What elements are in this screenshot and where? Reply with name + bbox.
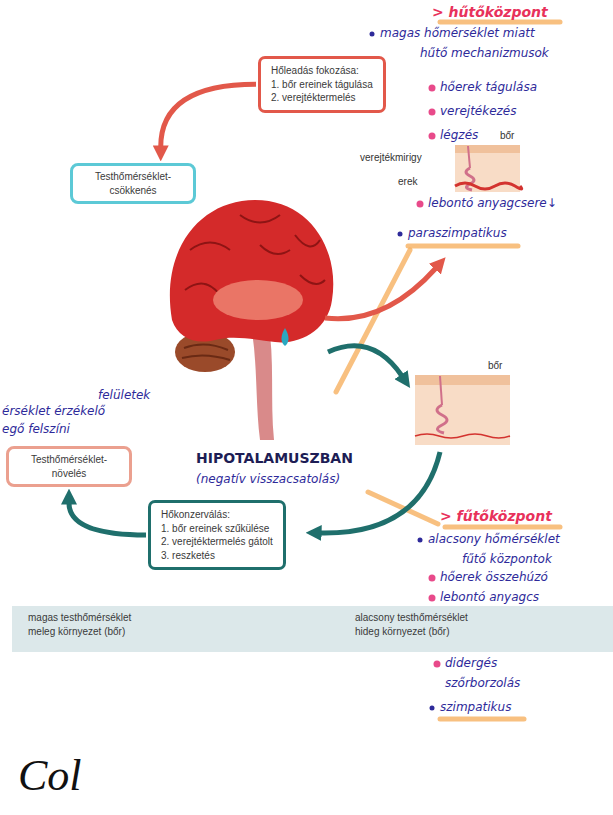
annotation-heading: > hűtőközpont (432, 4, 548, 20)
feedback-arrow (161, 84, 256, 147)
result-box: Testhőmérséklet-csökkenés (70, 163, 196, 204)
annotation: szimpatikus (440, 700, 511, 714)
teal-arrow (328, 346, 402, 376)
part-label: bőr (488, 360, 502, 371)
box-heading: Hőkonzerválás: (161, 508, 273, 522)
box-text: 2. verejtéktermelés (271, 91, 373, 105)
annotation: szőrborzolás (445, 676, 520, 690)
annotation: magas hőmérséklet miatt (380, 26, 535, 40)
annotation: lebontó anyagcs (440, 590, 539, 604)
annotation: didergés (445, 656, 497, 670)
annotation-heading: > fűtőközpont (440, 508, 552, 524)
box-text: 1. bőr ereinek szűkülése (161, 522, 273, 536)
annotation: (negatív visszacsatolás) (196, 472, 340, 486)
handwritten-note: Col (18, 750, 82, 801)
process-box: Hőleadás fokozása:1. bőr ereinek tágulás… (258, 56, 386, 113)
box-text: 3. reszketés (161, 549, 273, 563)
annotation: légzés (440, 128, 478, 142)
skin-section (455, 145, 522, 192)
box-text: Testhőmérséklet-csökkenés (79, 170, 187, 197)
annotation: hőerek összehúzó (440, 570, 548, 584)
annotation: paraszimpatikus (408, 226, 507, 240)
box-text: 2. verejtéktermelés gátolt (161, 535, 273, 549)
feedback-arrow (69, 503, 146, 535)
red-arrow (325, 268, 436, 319)
annotation-heading: HIPOTALAMUSZBAN (196, 450, 353, 466)
annotation: érséklet érzékelő (2, 404, 105, 418)
box-heading: Hőleadás fokozása: (271, 64, 373, 78)
part-label: erek (398, 176, 417, 187)
part-label: bőr (500, 130, 514, 141)
annotation: hőerek tágulása (440, 80, 537, 94)
brain (170, 200, 333, 440)
annotation: felületek (98, 388, 150, 402)
band-text: magas testhőmérséklet meleg környezet (b… (28, 611, 158, 638)
annotation: egő felszíni (2, 422, 70, 436)
box-text: Testhőmérséklet-növelés (15, 453, 123, 480)
skin-section (415, 375, 510, 445)
annotation: alacsony hőmérséklet (428, 532, 560, 546)
result-box: Testhőmérséklet-növelés (6, 446, 132, 487)
band-text: alacsony testhőmérséklet hideg környezet… (355, 611, 495, 638)
annotation: lebontó anyagcsere↓ (428, 196, 557, 210)
annotation: hűtő mechanizmusok (420, 46, 549, 60)
annotation: fűtő központok (462, 552, 552, 566)
box-text: 1. bőr ereinek tágulása (271, 78, 373, 92)
part-label: verejtékmirigy (360, 152, 422, 163)
legend-band: magas testhőmérséklet meleg környezet (b… (12, 606, 613, 652)
process-box: Hőkonzerválás:1. bőr ereinek szűkülése2.… (148, 500, 286, 570)
annotation: verejtékezés (440, 104, 517, 118)
